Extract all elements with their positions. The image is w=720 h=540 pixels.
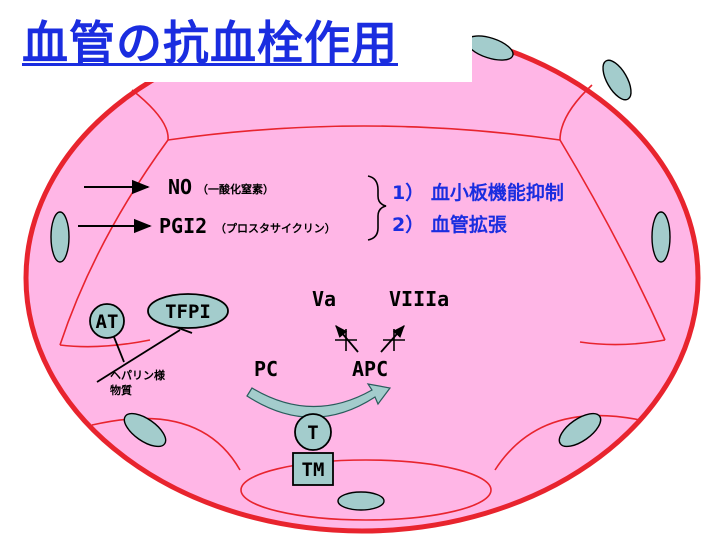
label-apc: APC bbox=[352, 357, 388, 381]
nucleus-left bbox=[50, 211, 70, 263]
cell-line-left-upper bbox=[59, 139, 169, 346]
label-t: T bbox=[307, 422, 318, 444]
nucleus-right bbox=[651, 211, 671, 263]
label-va: Va bbox=[312, 287, 336, 311]
label-pgi2-note: （プロスタサイクリン） bbox=[215, 221, 336, 235]
effect-platelet-inhibition: 1） 血小板機能抑制 bbox=[392, 181, 564, 204]
inhibition-mark-viiia bbox=[383, 329, 405, 351]
nucleus-bottom-left bbox=[123, 412, 167, 448]
at-circle bbox=[89, 303, 125, 339]
cell-line-top bbox=[167, 125, 561, 141]
heparin-chain bbox=[96, 329, 181, 383]
thrombin-circle bbox=[294, 413, 332, 451]
cell-line-right-lower bbox=[579, 339, 666, 346]
nucleus-bottom bbox=[337, 491, 385, 511]
page-title: 血管の抗血栓作用 bbox=[20, 8, 472, 82]
effect-vasodilation: 2） 血管拡張 bbox=[392, 213, 508, 236]
cell-line-right-upper bbox=[559, 139, 666, 341]
cell-line-bottom-left bbox=[91, 417, 241, 471]
label-tfpi: TFPI bbox=[165, 301, 211, 323]
vessel-wall bbox=[23, 22, 701, 534]
arrow-apc-to-va bbox=[335, 325, 359, 353]
tfpi-ellipse bbox=[147, 293, 229, 329]
cell-nuclei bbox=[50, 35, 671, 511]
heparin-branch-at bbox=[113, 336, 125, 363]
inhibition-mark-va bbox=[335, 329, 357, 351]
curly-brace bbox=[367, 175, 387, 241]
cell-line-bottom-right bbox=[494, 414, 641, 471]
label-substance: 物質 bbox=[110, 383, 132, 397]
arrow-apc-to-viiia bbox=[380, 325, 405, 353]
cell-line-left-lower bbox=[59, 339, 151, 348]
conversion-arrow bbox=[246, 383, 392, 418]
label-heparin-like: ヘパリン様 bbox=[110, 368, 166, 382]
endothelial-cell-bottom bbox=[240, 459, 492, 521]
cell-line-top-right bbox=[559, 84, 593, 141]
label-viiia: VIIIa bbox=[389, 287, 449, 311]
label-no-note: （一酸化窒素） bbox=[197, 182, 274, 196]
label-pc: PC bbox=[254, 357, 278, 381]
label-at: AT bbox=[96, 311, 119, 333]
endothelial-cell-lines bbox=[59, 84, 666, 471]
nucleus-right-top bbox=[602, 59, 632, 101]
label-pgi2: PGI2 bbox=[159, 214, 207, 238]
cell-line-top-left bbox=[131, 89, 169, 141]
label-no: NO bbox=[168, 175, 192, 199]
label-tm: TM bbox=[302, 459, 325, 481]
nucleus-bottom-right bbox=[558, 412, 602, 448]
thrombomodulin-box bbox=[292, 452, 334, 486]
